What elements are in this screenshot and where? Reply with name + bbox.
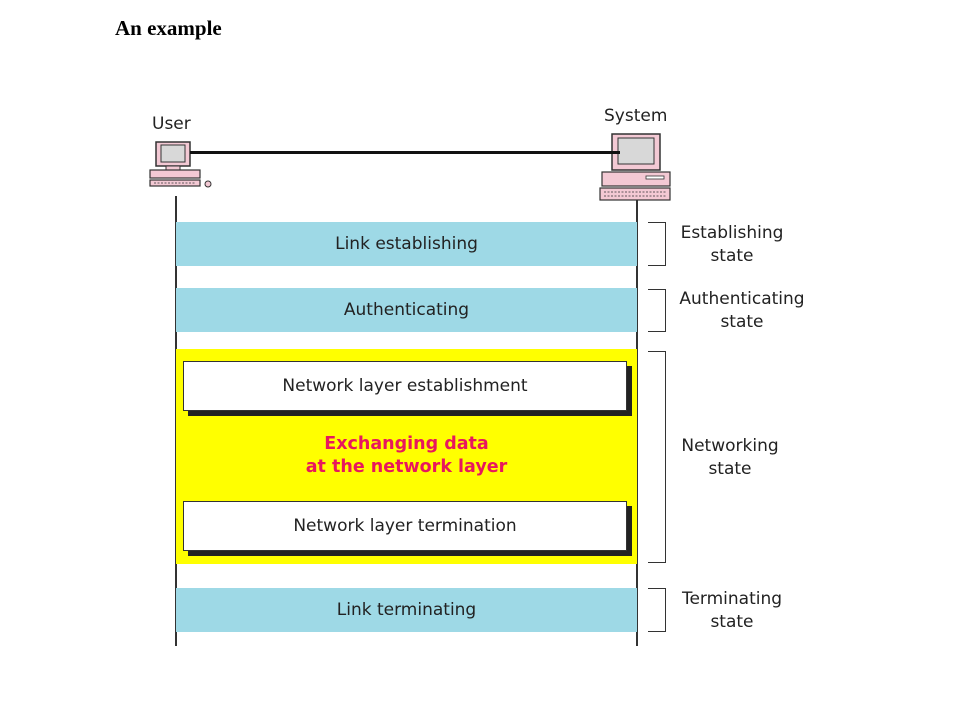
exchanging-data-label: Exchanging data at the network layer [176, 433, 637, 479]
state-line: state [710, 612, 754, 632]
system-computer-icon [599, 133, 671, 201]
state-line: Terminating [681, 589, 783, 609]
page-title: An example [115, 16, 222, 40]
system-lifeline [636, 200, 638, 646]
exchanging-line-2: at the network layer [305, 457, 508, 477]
state-line: state [720, 312, 764, 332]
state-line: state [708, 459, 752, 479]
authenticating-bracket [648, 289, 666, 332]
terminating-state-label: Terminating state [662, 588, 802, 634]
network-layer-establishment-box: Network layer establishment [183, 361, 627, 411]
network-layer-termination-box: Network layer termination [183, 501, 627, 551]
link-establishing-band: Link establishing [176, 222, 637, 266]
authenticating-state-label: Authenticating state [672, 288, 812, 334]
state-line: Establishing [680, 223, 784, 243]
user-computer-icon [149, 141, 212, 188]
connection-line [190, 151, 620, 154]
terminating-bracket [648, 588, 666, 632]
authenticating-band: Authenticating [176, 288, 637, 332]
link-terminating-band: Link terminating [176, 588, 637, 632]
state-line: Authenticating [679, 289, 805, 309]
user-label: User [152, 114, 191, 134]
networking-bracket [648, 351, 666, 563]
establishing-state-label: Establishing state [662, 222, 802, 268]
networking-state-label: Networking state [660, 435, 800, 481]
exchanging-line-1: Exchanging data [324, 434, 489, 454]
state-line: Networking [681, 436, 779, 456]
state-line: state [710, 246, 754, 266]
establishing-bracket [648, 222, 666, 266]
system-label: System [604, 106, 668, 126]
